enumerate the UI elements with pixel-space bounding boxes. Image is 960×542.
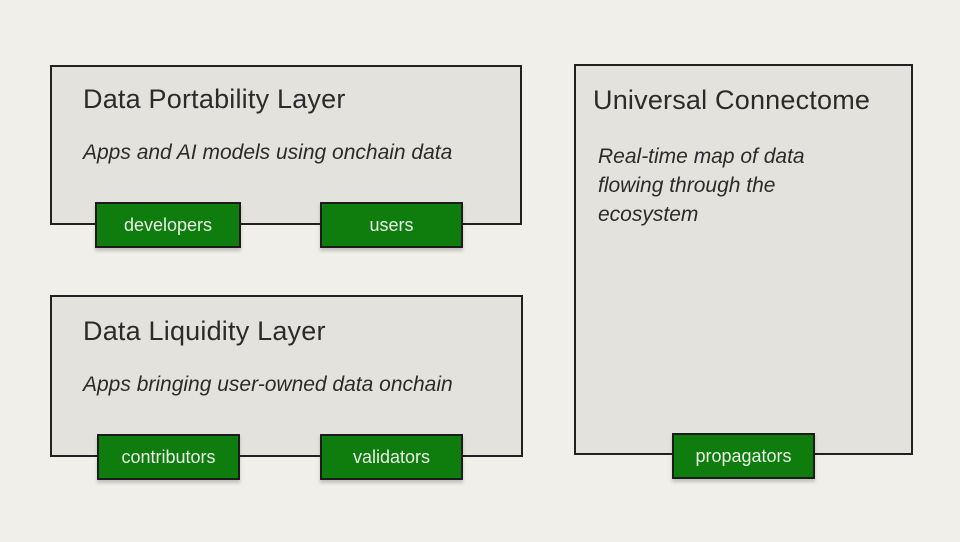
box-title-data-portability: Data Portability Layer (83, 84, 346, 114)
badge-validators: validators (320, 434, 463, 480)
box-title-data-liquidity: Data Liquidity Layer (83, 316, 326, 346)
box-subtitle-data-portability: Apps and AI models using onchain data (83, 141, 453, 164)
box-data-portability-layer: Data Portability Layer Apps and AI model… (50, 65, 522, 225)
box-subtitle-data-liquidity: Apps bringing user-owned data onchain (83, 373, 453, 396)
box-title-universal-connectome: Universal Connectome (593, 85, 871, 115)
badge-developers: developers (95, 202, 241, 248)
box-subtitle-universal-connectome: Real-time map of data flowing through th… (598, 145, 805, 226)
box-data-liquidity-layer: Data Liquidity Layer Apps bringing user-… (50, 295, 523, 457)
badge-propagators: propagators (672, 433, 815, 479)
box-universal-connectome: Universal Connectome Real-time map of da… (574, 64, 913, 455)
badge-users: users (320, 202, 463, 248)
badge-contributors: contributors (97, 434, 240, 480)
